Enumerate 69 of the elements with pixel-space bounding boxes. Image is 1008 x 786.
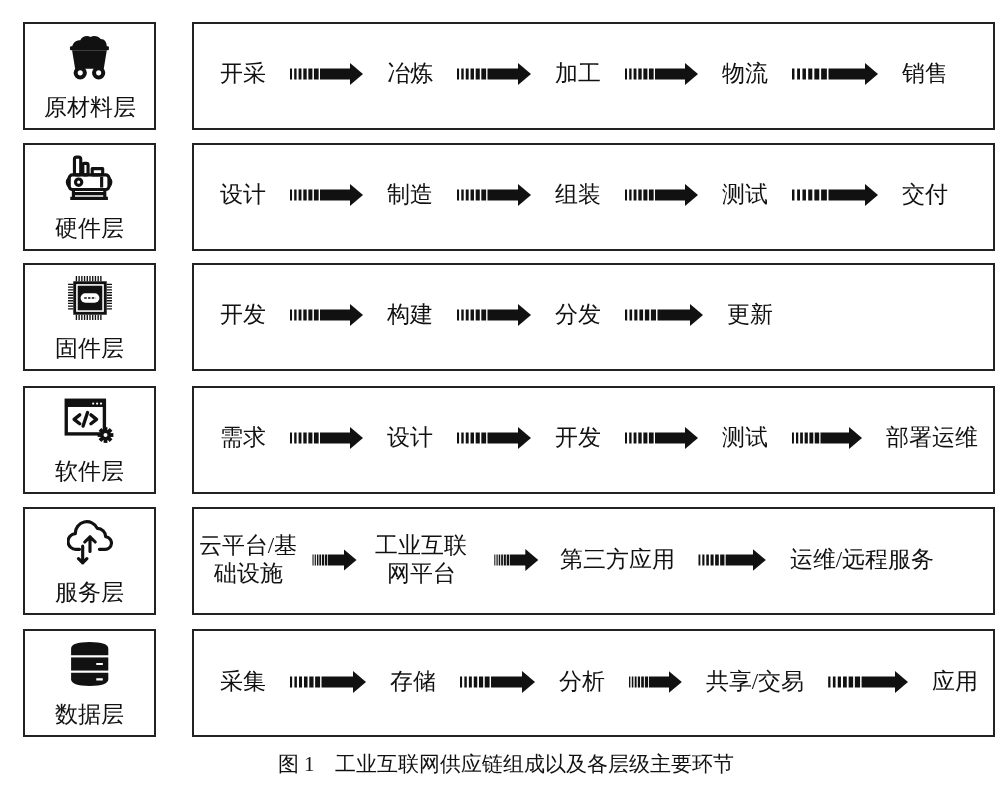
block-arrow [457,427,531,449]
layer-label: 软件层 [55,460,124,483]
block-arrow [629,671,682,693]
step-label: 加工 [555,60,601,88]
block-arrow [625,304,703,326]
block-arrow [625,63,698,85]
stage-band [192,263,995,371]
step-label: 采集 [220,668,266,696]
step-label: 开发 [555,424,601,452]
step-label: 应用 [932,668,978,696]
step-label: 设计 [220,181,266,209]
block-arrow [625,184,698,206]
block-arrow [457,184,531,206]
step-label: 测试 [722,424,768,452]
block-arrow [457,304,531,326]
layer-label: 服务层 [55,581,124,604]
step-label: 物流 [722,60,768,88]
layer-box [23,143,156,251]
step-label: 制造 [387,181,433,209]
block-arrow [828,671,908,693]
step-label: 更新 [727,301,773,329]
step-label: 测试 [722,181,768,209]
block-arrow [792,63,878,85]
stage-band [192,507,995,615]
block-arrow [457,63,531,85]
layer-box [23,386,156,494]
layer-label: 硬件层 [55,217,124,240]
step-label: 部署运维 [886,424,978,452]
step-label: 开采 [220,60,266,88]
step-label: 云平台/基础设施 [196,532,300,588]
step-label: 共享/交易 [705,668,805,696]
stage-band [192,629,995,737]
block-arrow [698,549,766,571]
step-label: 分发 [555,301,601,329]
step-label: 销售 [902,60,948,88]
step-label: 冶炼 [387,60,433,88]
block-arrow [460,671,535,693]
layer-label: 原材料层 [43,96,136,119]
layer-box [23,263,156,371]
block-arrow [290,304,363,326]
layer-box [23,507,156,615]
block-arrow [312,549,357,571]
figure-caption: 图 1 工业互联网供应链组成以及各层级主要环节 [277,754,735,775]
layer-label: 数据层 [55,703,124,726]
step-label: 分析 [559,668,605,696]
step-label: 开发 [220,301,266,329]
step-label: 工业互联网平台 [369,532,473,588]
step-label: 设计 [387,424,433,452]
layer-box [23,22,156,130]
stage-band [192,143,995,251]
block-arrow [290,184,363,206]
stage-band [192,386,995,494]
block-arrow [792,184,878,206]
block-arrow [792,427,862,449]
step-label: 第三方应用 [559,546,675,574]
layer-box [23,629,156,737]
step-label: 存储 [390,668,436,696]
layer-label: 固件层 [55,337,124,360]
step-label: 需求 [220,424,266,452]
block-arrow [290,427,363,449]
step-label: 交付 [902,181,948,209]
block-arrow [290,671,366,693]
step-label: 运维/远程服务 [789,546,935,574]
block-arrow [625,427,698,449]
block-arrow [494,549,539,571]
step-label: 构建 [387,301,433,329]
stage-band [192,22,995,130]
step-label: 组装 [555,181,601,209]
block-arrow [290,63,363,85]
